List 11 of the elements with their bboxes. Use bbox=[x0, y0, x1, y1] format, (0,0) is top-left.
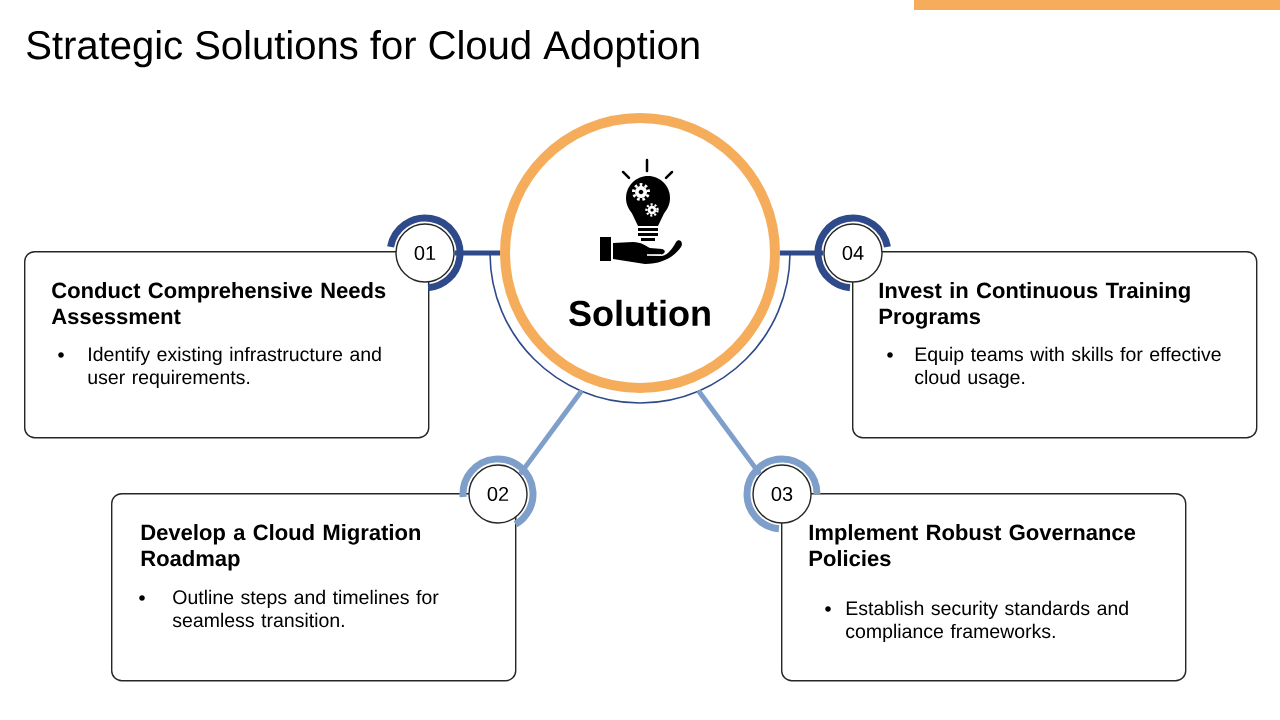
title: Strategic Solutions for Cloud Adoption bbox=[27, 30, 699, 68]
bullet-text: Outline steps and timelines for seamless transition. bbox=[172, 589, 439, 628]
bullet-text: Equip teams with skills for effective cloud usage. bbox=[915, 346, 1221, 388]
bullet-text: Establish security standards and compliance frameworks. bbox=[846, 600, 1128, 642]
bullet-text: Identify existing infrastructure and user requirements. bbox=[88, 346, 381, 388]
connector-line bbox=[454, 250, 500, 256]
connector-line bbox=[518, 389, 584, 476]
connector-line bbox=[696, 389, 762, 476]
card-heading: Conduct Comprehensive Needs Assessment bbox=[51, 282, 386, 325]
connector-line bbox=[780, 250, 824, 256]
card-heading: Develop a Cloud Migration Roadmap bbox=[141, 524, 420, 571]
